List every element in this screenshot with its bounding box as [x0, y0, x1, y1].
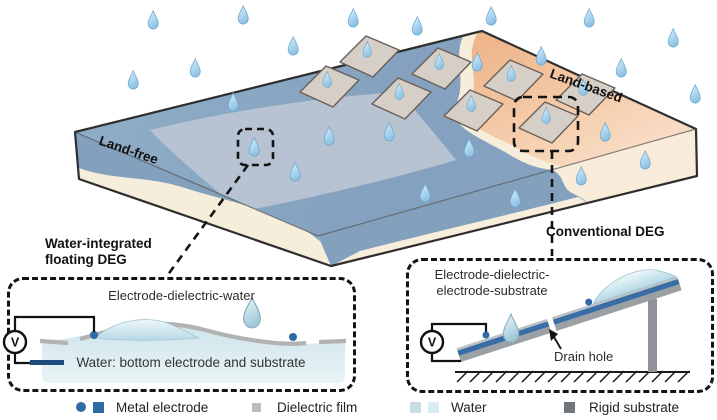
- bottom-electrode-bar: [30, 360, 64, 365]
- stack-label-line2: electrode-substrate: [436, 282, 548, 298]
- slab-front-edges: [74, 128, 697, 237]
- voltmeter-icon: [419, 329, 445, 355]
- raindrop-icon: [689, 84, 701, 104]
- water-swatch-2: [428, 401, 439, 413]
- legend-item-rigid-substrate: Rigid substrate: [564, 398, 679, 416]
- legend-item-dielectric-film: Dielectric film: [252, 398, 357, 416]
- water-puddle: [95, 319, 201, 341]
- ground-hatching: [456, 370, 690, 383]
- raindrop-icon: [485, 6, 497, 26]
- land-callout-box: [512, 95, 580, 153]
- voltmeter-icon: [2, 329, 28, 355]
- rigid-substrate-swatch: [564, 401, 575, 413]
- metal-electrode-dot: [289, 333, 297, 341]
- conventional-deg-diagram: V: [419, 269, 690, 383]
- water-front-wrap: [318, 170, 588, 266]
- floating-deg-diagram: V: [2, 296, 347, 383]
- legend-item-metal-electrode: Metal electrode: [76, 398, 208, 416]
- legend-label: Water: [451, 399, 487, 415]
- floating-deg-patch: [150, 92, 456, 212]
- water-substrate-label: Water: bottom electrode and substrate: [76, 355, 306, 370]
- circuit-wire: [13, 353, 32, 365]
- raindrop-icon: [583, 8, 595, 28]
- drain-hole-gap: [546, 314, 558, 335]
- legend-label: Metal electrode: [116, 399, 209, 415]
- metal-electrode-dot: [90, 331, 98, 339]
- legend-item-water: Water: [410, 398, 487, 416]
- raindrop-icon: [127, 70, 139, 90]
- water-callout-box: [236, 127, 275, 167]
- voltmeter-label: V: [11, 336, 20, 350]
- water-puddle: [592, 269, 678, 305]
- left-leader-line: [165, 164, 250, 277]
- raindrop-icon: [615, 58, 627, 78]
- support-leg: [648, 299, 657, 372]
- right-inset-title: Conventional DEG: [546, 224, 665, 239]
- conventional-deg-inset: V Electrode-dielectric- electrode-substr…: [406, 258, 714, 393]
- circuit-wire: [430, 353, 461, 363]
- raindrop-icon: [287, 36, 299, 56]
- dielectric-film-swatch: [252, 402, 261, 412]
- stack-label-line1: Electrode-dielectric-: [434, 267, 550, 282]
- slab-outline: [73, 29, 699, 268]
- left-inset-title-line1: Water-integrated: [45, 236, 152, 251]
- drain-hole-arrowhead: [549, 329, 558, 341]
- metal-electrode-dot: [482, 331, 490, 339]
- sand-front-left: [79, 168, 331, 266]
- floating-deg-inset: V Electrode-dielectric-water Water: bott…: [2, 277, 356, 392]
- left-inset-title-line2: floating DEG: [45, 252, 127, 267]
- raindrop-icon: [411, 16, 423, 36]
- metal-electrode-dot-swatch: [76, 402, 86, 412]
- electrode-stack-label: Electrode-dielectric-water: [108, 288, 255, 303]
- raindrop-icon: [237, 5, 249, 25]
- left-inset-title: Water-integrated floating DEG: [45, 236, 152, 268]
- inset-water-body: [42, 324, 345, 383]
- raindrop-icon: [189, 58, 201, 78]
- rigid-substrate-layer: [458, 284, 682, 362]
- voltmeter-label: V: [428, 336, 437, 350]
- legend-label: Rigid substrate: [589, 399, 680, 415]
- circuit-wire: [430, 322, 488, 333]
- raindrop-icon: [147, 10, 159, 30]
- legend-label: Dielectric film: [277, 399, 358, 415]
- raindrop-icon: [535, 46, 547, 66]
- raindrop-icon: [502, 313, 520, 343]
- drain-hole-label: Drain hole: [554, 349, 614, 364]
- raindrop-icon: [347, 8, 359, 28]
- raindrop-icon: [667, 28, 679, 48]
- sand-front-right: [331, 197, 588, 266]
- metal-electrode-dot: [585, 298, 593, 306]
- circuit-wire: [13, 315, 96, 332]
- electrode-stack-label: Electrode-dielectric- electrode-substrat…: [417, 267, 567, 298]
- metal-electrode-square-swatch: [93, 401, 104, 413]
- water-swatch-1: [410, 401, 421, 413]
- drain-hole-arrow: [553, 336, 562, 350]
